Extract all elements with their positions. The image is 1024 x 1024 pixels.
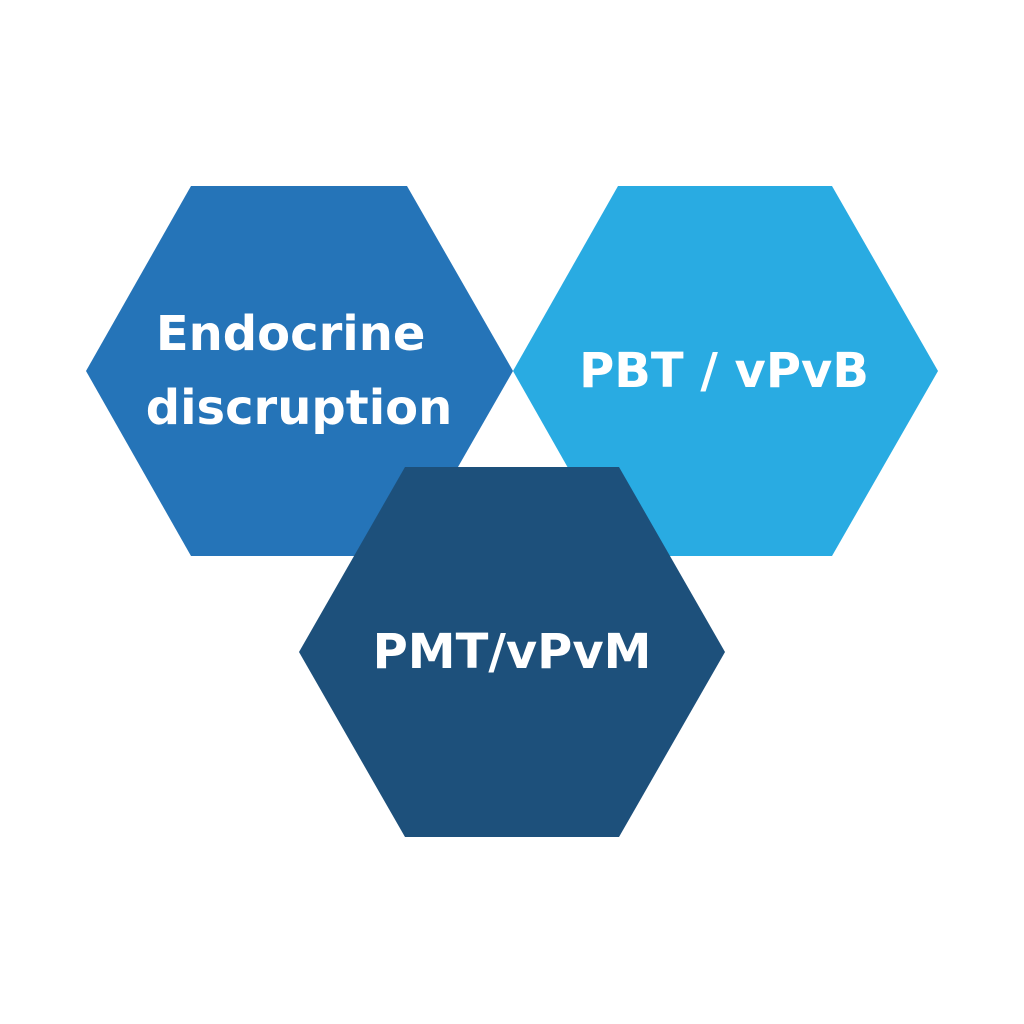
hexagon-pbt: PBT / vPvB — [513, 186, 938, 556]
hexagon-endocrine-shape — [86, 186, 513, 556]
hexagon-endocrine: Endocrine discruption — [86, 186, 513, 556]
hexagon-pbt-shape — [513, 186, 938, 556]
hexagon-endocrine-label-line-1: Endocrine — [156, 306, 426, 362]
hexagon-pmt: PMT/vPvM — [299, 467, 725, 837]
svg-text:Endocrine discruption: Endocrine discruption — [146, 306, 453, 436]
hexagon-pbt-label: PBT / vPvB — [579, 343, 869, 399]
svg-text:PMT/vPvM: PMT/vPvM — [373, 624, 652, 680]
svg-text:PBT / vPvB: PBT / vPvB — [579, 343, 869, 399]
hexagon-endocrine-label-line-2: discruption — [146, 380, 453, 436]
hexagon-pmt-label: PMT/vPvM — [373, 624, 652, 680]
hexagon-pmt-shape — [299, 467, 725, 837]
